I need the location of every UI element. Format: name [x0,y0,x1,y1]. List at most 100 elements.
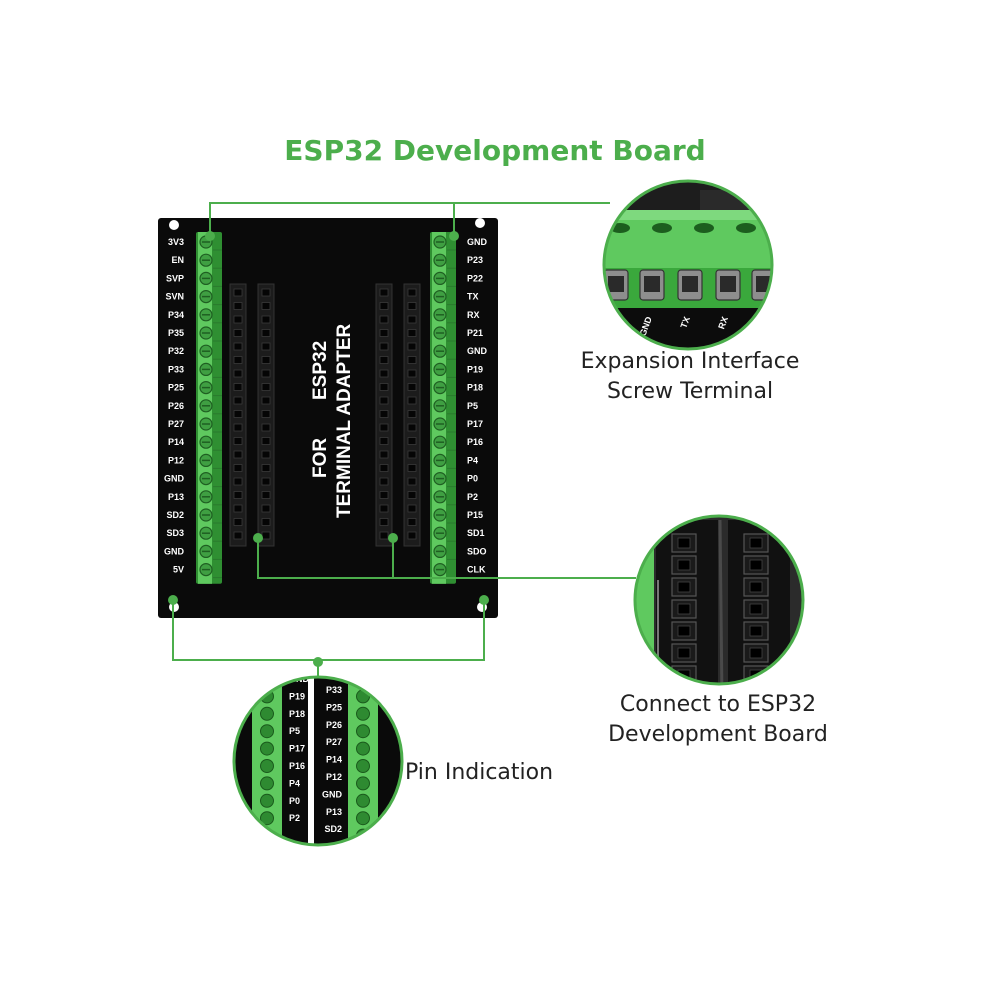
right-pin-label: P2 [467,492,478,502]
clamp-opening [608,276,624,292]
left-pin-label: SVP [166,273,184,283]
zoom-left-pin-label: P2 [289,813,300,823]
left-pin-label: SVN [165,292,184,302]
header-socket [407,396,417,405]
header-socket [261,302,271,310]
header-socket [379,504,389,513]
header-socket [407,518,417,526]
right-pin-label: RX [467,310,480,320]
header-socket [261,315,271,324]
left-pin-label: P12 [168,455,184,465]
zoom-terminal-label: TX [679,315,692,329]
header-socket [233,302,243,310]
header-socket [407,464,417,472]
left-pin-label: P33 [168,364,184,374]
header-socket [261,383,271,391]
zoom-left-pin-label: P0 [289,796,300,806]
header-socket [407,531,417,540]
header-socket [379,437,389,445]
zoom-right-pin-label: SD2 [324,824,342,834]
header-socket [233,315,243,324]
socket-hole [749,625,763,637]
socket-hole [749,537,763,549]
right-pin-label: P18 [467,383,483,393]
zoom-left-pin-label: P4 [289,778,300,788]
header-socket [407,491,417,499]
left-pin-label: SD2 [166,510,184,520]
zoom-right-pin-label: P14 [326,755,342,765]
left-pin-label: GND [164,474,185,484]
terminal-screw-zoom [356,811,370,826]
socket-hole [677,625,691,637]
header-socket [261,329,271,337]
zoom-left-pin-label: P5 [289,726,300,736]
left-pin-label: EN [171,255,184,265]
header-socket [379,396,389,405]
header-socket [233,356,243,364]
leader-dot [168,595,178,605]
header-socket [261,437,271,445]
right-pin-label: SDO [467,546,487,556]
socket-hole [749,647,763,659]
header-socket [261,356,271,364]
header-socket [379,329,389,337]
board-text-for: FOR [310,438,331,478]
header-socket [261,288,271,297]
right-pin-label: P21 [467,328,483,338]
socket-hole [677,559,691,571]
zoom-right-pin-label: P25 [326,702,342,712]
terminal-screw-zoom [356,741,370,756]
zoom-left-pin-label: P18 [289,709,305,719]
zoom-left-pin-label: P17 [289,744,305,754]
right-pin-label: P23 [467,255,483,265]
right-pin-label: GND [467,346,488,356]
terminal-hole [736,223,756,233]
header-socket [233,491,243,499]
left-pin-label: P13 [168,492,184,502]
header-socket [233,477,243,486]
header-socket [407,329,417,337]
header-socket [379,410,389,418]
left-pin-label: GND [164,546,185,556]
zoom-left-pin-label: P16 [289,761,305,771]
right-pin-label: P5 [467,401,478,411]
zoom-left-pin-label: P19 [289,691,305,701]
terminal-screw-zoom [356,793,370,808]
female-headers [229,283,421,547]
header-socket [233,464,243,472]
leader-dot [449,231,459,241]
socket-hole [749,581,763,593]
header-socket [261,450,271,459]
zoom-right-pin-label: P26 [326,720,342,730]
leader-bottom [172,600,485,661]
zoom-pin-indication: GNDP19P18P5P17P16P4P0P2P33P25P26P27P14P1… [232,675,404,847]
callout-expansion-line-2: Screw Terminal [606,379,774,404]
header-socket [233,383,243,391]
left-pin-labels: 3V3ENSVPSVNP34P35P32P33P25P26P27P14P12GN… [164,237,185,575]
clamp-opening [720,276,736,292]
right-pin-label: P4 [467,455,478,465]
header-socket [261,342,271,351]
header-socket [379,342,389,351]
header-socket [261,423,271,432]
header-socket [233,423,243,432]
callout-pin-indication: Pin Indication [405,760,554,785]
header-socket [379,464,389,472]
leader-dot [479,595,489,605]
right-pin-label: GND [467,237,488,247]
terminal-screw-zoom [356,776,370,791]
zoom-right-pin-label: P33 [326,685,342,695]
leader-dot [313,657,323,667]
left-pin-label: P34 [168,310,184,320]
header-socket [233,369,243,378]
header-socket [261,410,271,418]
left-pin-label: 5V [173,565,184,575]
header-socket [261,491,271,499]
header-socket [233,531,243,540]
callout-connect-line-1: Connect to ESP32 [619,692,817,717]
callout-connect-board: Connect to ESP32 Development Board [590,690,846,750]
header-socket [407,315,417,324]
leader-headers [257,538,394,579]
